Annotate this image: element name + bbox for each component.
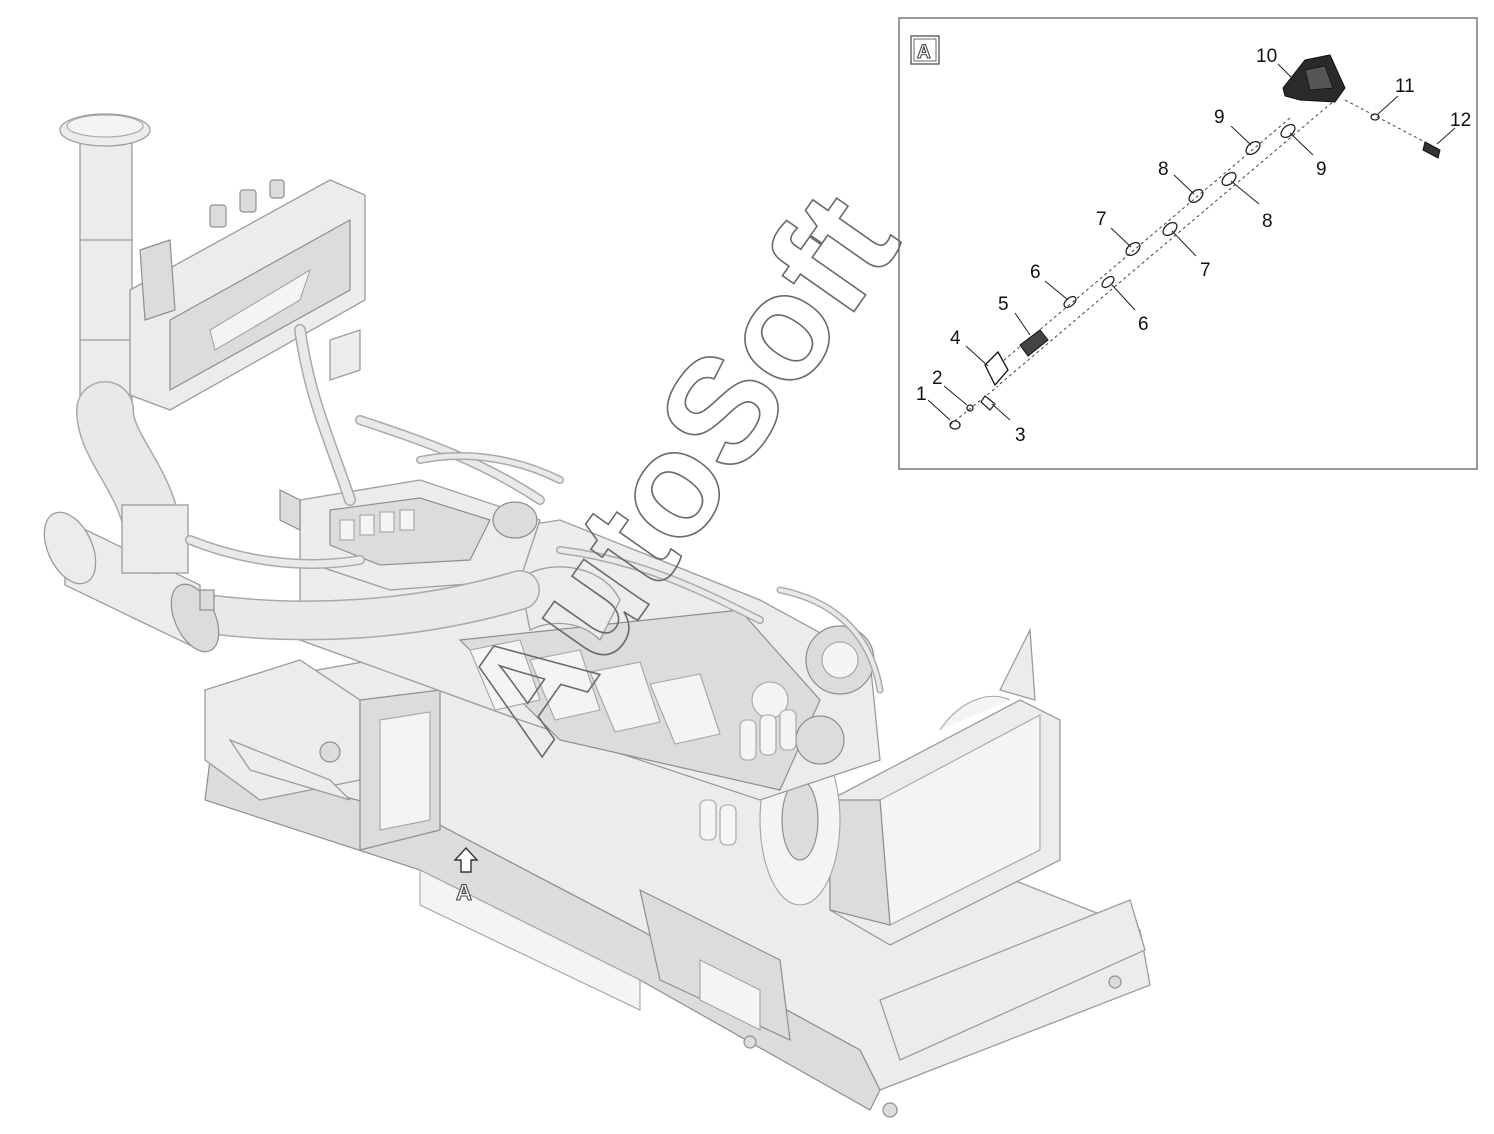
bolt-part-icon — [1422, 141, 1441, 159]
detail-view-inset: A — [898, 17, 1478, 470]
plate-part-icon — [984, 350, 1009, 387]
callout-6b: 6 — [1138, 314, 1149, 335]
callout-1: 1 — [916, 384, 927, 405]
engine-chassis-illustration — [43, 113, 1151, 1118]
view-marker: A — [453, 846, 479, 906]
view-marker-letter: A — [456, 880, 472, 905]
callout-2: 2 — [932, 368, 943, 389]
callout-12: 12 — [1450, 110, 1471, 131]
callout-9a: 9 — [1214, 107, 1225, 128]
sensor-part-icon — [1019, 329, 1049, 357]
callout-3: 3 — [1015, 425, 1026, 446]
inset-view-letter: A — [917, 42, 931, 63]
inset-view-badge — [910, 35, 940, 65]
callout-8b: 8 — [1262, 211, 1273, 232]
callout-9b: 9 — [1316, 159, 1327, 180]
callout-7b: 7 — [1200, 260, 1211, 281]
callout-4: 4 — [950, 328, 961, 349]
callout-8a: 8 — [1158, 159, 1169, 180]
callout-11: 11 — [1395, 76, 1415, 97]
callout-5: 5 — [998, 294, 1009, 315]
callout-6a: 6 — [1030, 262, 1041, 283]
callout-7a: 7 — [1096, 209, 1107, 230]
callout-10: 10 — [1256, 46, 1277, 67]
